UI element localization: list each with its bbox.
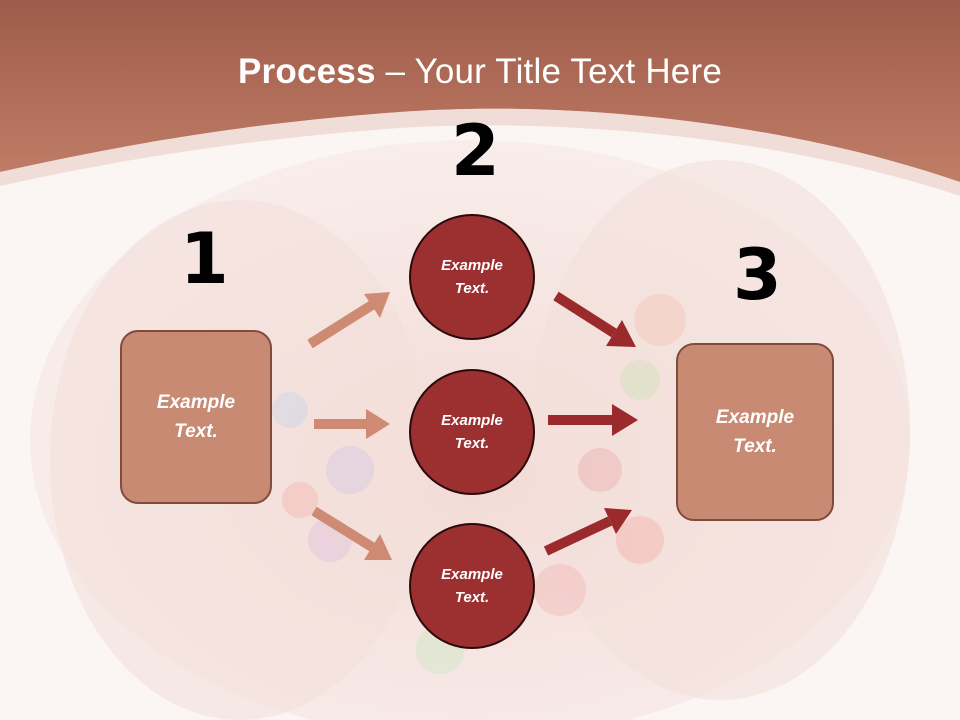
circle-middle-text: Example Text. [441, 412, 503, 452]
circle-top: Example Text. [409, 214, 535, 340]
arrow-bottom-to-right [543, 508, 632, 556]
left-box-text: Example Text. [156, 392, 236, 442]
left-box: Example Text. [120, 330, 272, 504]
arrow-left-to-top [307, 292, 390, 349]
title-rest: – Your Title Text Here [375, 52, 722, 91]
right-box-text: Example Text. [715, 407, 795, 457]
circle-bottom: Example Text. [409, 523, 535, 649]
slide-title: Process – Your Title Text Here [0, 52, 960, 92]
arrow-left-to-bottom [311, 506, 392, 560]
circle-middle: Example Text. [409, 369, 535, 495]
circle-top-text: Example Text. [441, 257, 503, 297]
step-number-1: 1 [180, 218, 229, 300]
circle-bottom-text: Example Text. [441, 566, 503, 606]
right-box: Example Text. [676, 343, 834, 521]
arrow-left-to-middle [314, 409, 390, 439]
step-number-3: 3 [733, 234, 782, 316]
step-number-2: 2 [451, 110, 500, 192]
arrow-top-to-right [553, 291, 636, 347]
title-bold: Process [238, 52, 376, 91]
arrow-middle-to-right [548, 404, 638, 436]
